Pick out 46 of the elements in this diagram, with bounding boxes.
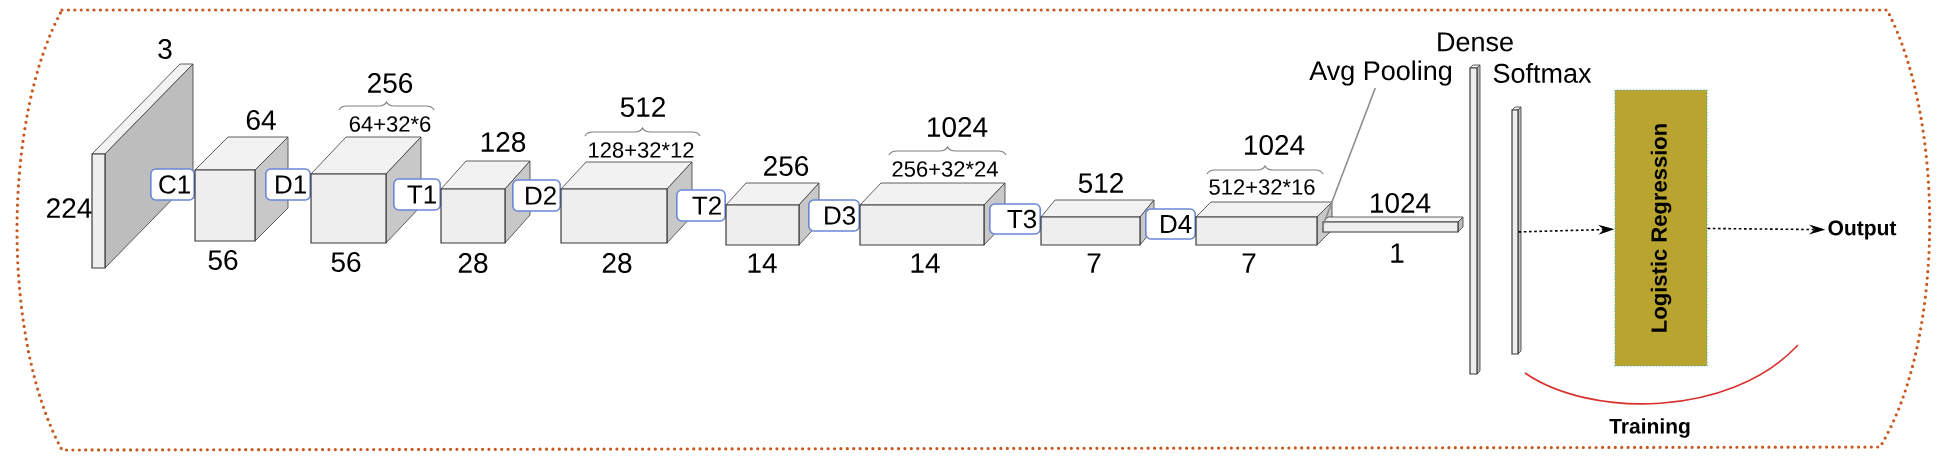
size-label: 1024 xyxy=(1245,135,1305,155)
layer-connector: D3 xyxy=(808,199,860,232)
size-label: 256 xyxy=(368,73,413,93)
size-label: 1024 xyxy=(928,117,988,137)
layer-connector: T3 xyxy=(989,203,1041,235)
layer-connector: D1 xyxy=(265,168,311,201)
size-label: 7 xyxy=(1087,253,1101,273)
size-label: 56 xyxy=(331,252,361,272)
channel-formula: 256+32*24 xyxy=(892,161,998,177)
size-label: 3 xyxy=(158,39,172,59)
channel-formula: 512+32*16 xyxy=(1209,179,1315,195)
bar xyxy=(1511,106,1522,355)
size-label: 14 xyxy=(748,253,777,273)
size-label: 28 xyxy=(458,253,488,273)
arc-label: Training xyxy=(1609,418,1690,438)
cuboid-block xyxy=(1195,201,1333,246)
size-label: 1024 xyxy=(1371,193,1431,213)
size-label: 256 xyxy=(764,156,809,176)
size-label: 64 xyxy=(246,110,276,130)
layer-label: Dense xyxy=(1438,32,1513,52)
layer-label: Avg Pooling xyxy=(1309,60,1451,86)
cuboid-block xyxy=(560,161,693,244)
layer-connector: D4 xyxy=(1145,208,1196,240)
channel-formula: 64+32*6 xyxy=(349,116,431,132)
size-label: 14 xyxy=(911,253,940,273)
bar xyxy=(1322,216,1464,233)
classifier-box: Logistic Regression xyxy=(1614,89,1708,367)
size-label: 56 xyxy=(208,250,238,270)
output-label: Output xyxy=(1828,220,1897,240)
layer-connector: T2 xyxy=(676,189,726,222)
layer-connector: D2 xyxy=(512,179,561,212)
cuboid-block xyxy=(1040,199,1155,246)
layer-connector: T1 xyxy=(393,178,441,211)
size-label: 1 xyxy=(1391,243,1404,263)
size-label: 224 xyxy=(47,198,92,218)
cuboid-block xyxy=(725,182,820,246)
size-label: 128 xyxy=(481,132,526,152)
size-label: 512 xyxy=(620,97,665,117)
bar xyxy=(1469,64,1481,375)
size-label: 512 xyxy=(1078,173,1123,193)
input-plate xyxy=(91,63,194,269)
channel-formula: 128+32*12 xyxy=(589,142,694,158)
cuboid-block xyxy=(859,182,1006,246)
size-label: 28 xyxy=(602,253,632,273)
layer-label: Softmax xyxy=(1493,63,1592,83)
size-label: 7 xyxy=(1242,253,1256,273)
